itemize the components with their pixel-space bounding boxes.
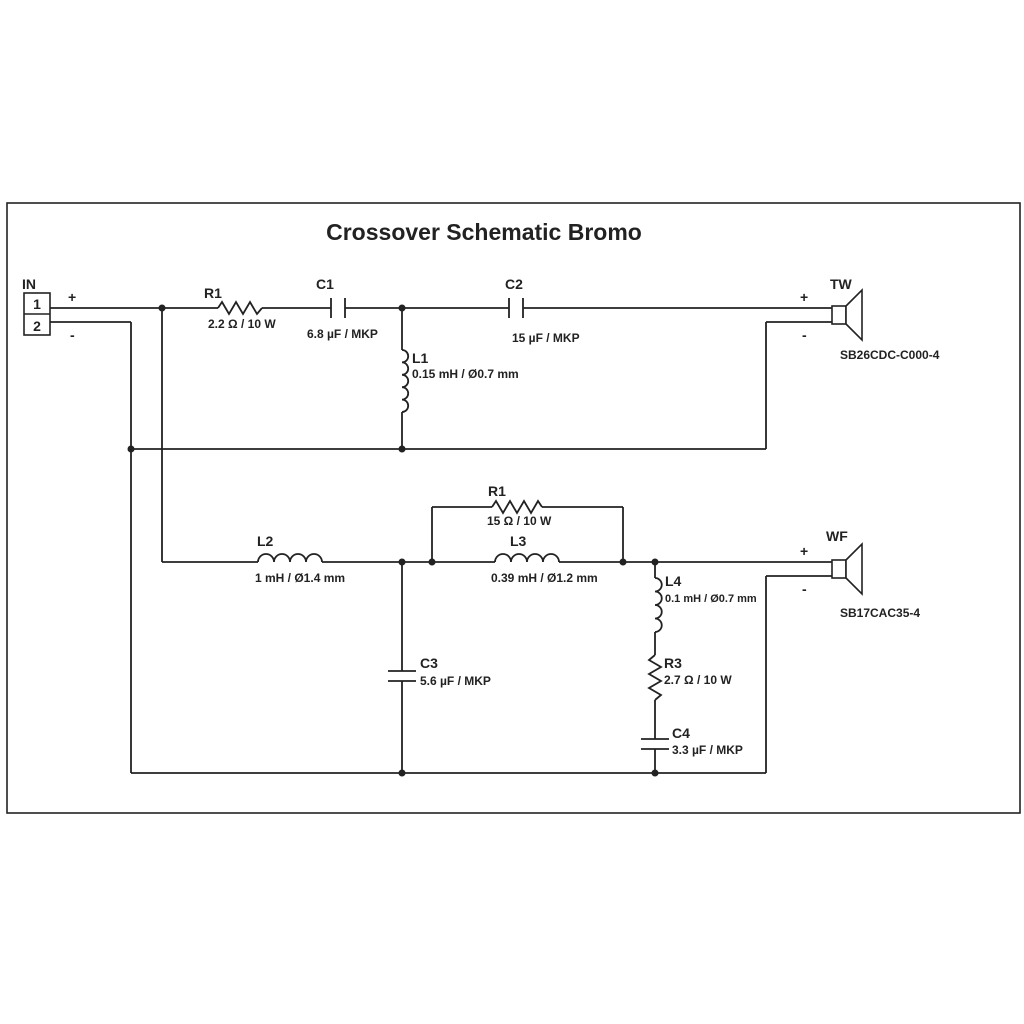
- junction-dot: [127, 445, 135, 453]
- woofer-label: WF: [826, 528, 848, 544]
- inductor-l3: [494, 553, 560, 563]
- input-pin-2: 2: [33, 318, 41, 334]
- c4-value: 3.3 µF / MKP: [672, 743, 743, 757]
- l1-ref: L1: [412, 350, 429, 366]
- l2-value: 1 mH / Ø1.4 mm: [255, 571, 345, 585]
- r3-ref: R3: [664, 655, 682, 671]
- junctions: [127, 304, 659, 777]
- capacitor-c1: [330, 298, 346, 318]
- l4-value: 0.1 mH / Ø0.7 mm: [665, 593, 757, 605]
- inductor-l2: [257, 553, 323, 563]
- input-minus: -: [70, 327, 75, 343]
- inductor-l1: [401, 349, 410, 413]
- resistor-r1-tw: [217, 300, 263, 316]
- c1-ref: C1: [316, 276, 334, 292]
- junction-dot: [398, 769, 406, 777]
- junction-dot: [398, 304, 406, 312]
- resistor-r1-wf: [491, 499, 543, 515]
- r1-tw-value: 2.2 Ω / 10 W: [208, 317, 276, 331]
- input-plus: +: [68, 289, 76, 305]
- tweeter-label: TW: [830, 276, 853, 292]
- inductor-l4: [654, 577, 663, 633]
- resistor-r3: [647, 654, 663, 701]
- tweeter-model: SB26CDC-C000-4: [840, 348, 940, 362]
- junction-dot: [651, 558, 659, 566]
- l4-ref: L4: [665, 573, 682, 589]
- r1-wf-ref: R1: [488, 483, 506, 499]
- c2-value: 15 µF / MKP: [512, 331, 580, 345]
- c2-ref: C2: [505, 276, 523, 292]
- l1-value: 0.15 mH / Ø0.7 mm: [412, 367, 519, 381]
- capacitor-c4: [641, 738, 669, 750]
- l2-ref: L2: [257, 533, 274, 549]
- wiring: [50, 307, 832, 774]
- junction-dot: [398, 558, 406, 566]
- input-label: IN: [22, 276, 36, 292]
- l3-ref: L3: [510, 533, 527, 549]
- c3-ref: C3: [420, 655, 438, 671]
- woofer-model: SB17CAC35-4: [840, 606, 920, 620]
- junction-dot: [651, 769, 659, 777]
- woofer-speaker-icon: [831, 542, 863, 596]
- junction-dot: [619, 558, 627, 566]
- tweeter-plus: +: [800, 289, 808, 305]
- capacitor-c2: [508, 298, 524, 318]
- r1-wf-value: 15 Ω / 10 W: [487, 514, 552, 528]
- input-connector: 1 2: [23, 292, 51, 336]
- tweeter-speaker-icon: [831, 288, 863, 342]
- c4-ref: C4: [672, 725, 690, 741]
- l3-value: 0.39 mH / Ø1.2 mm: [491, 571, 598, 585]
- junction-dot: [158, 304, 166, 312]
- tweeter-minus: -: [802, 327, 807, 343]
- junction-dot: [428, 558, 436, 566]
- r1-tw-ref: R1: [204, 285, 222, 301]
- junction-dot: [398, 445, 406, 453]
- schematic-title: Crossover Schematic Bromo: [326, 219, 642, 245]
- c1-value: 6.8 µF / MKP: [307, 327, 378, 341]
- woofer-minus: -: [802, 581, 807, 597]
- input-pin-1: 1: [33, 296, 41, 312]
- capacitor-c3: [388, 670, 416, 682]
- r3-value: 2.7 Ω / 10 W: [664, 673, 732, 687]
- c3-value: 5.6 µF / MKP: [420, 674, 491, 688]
- woofer-plus: +: [800, 543, 808, 559]
